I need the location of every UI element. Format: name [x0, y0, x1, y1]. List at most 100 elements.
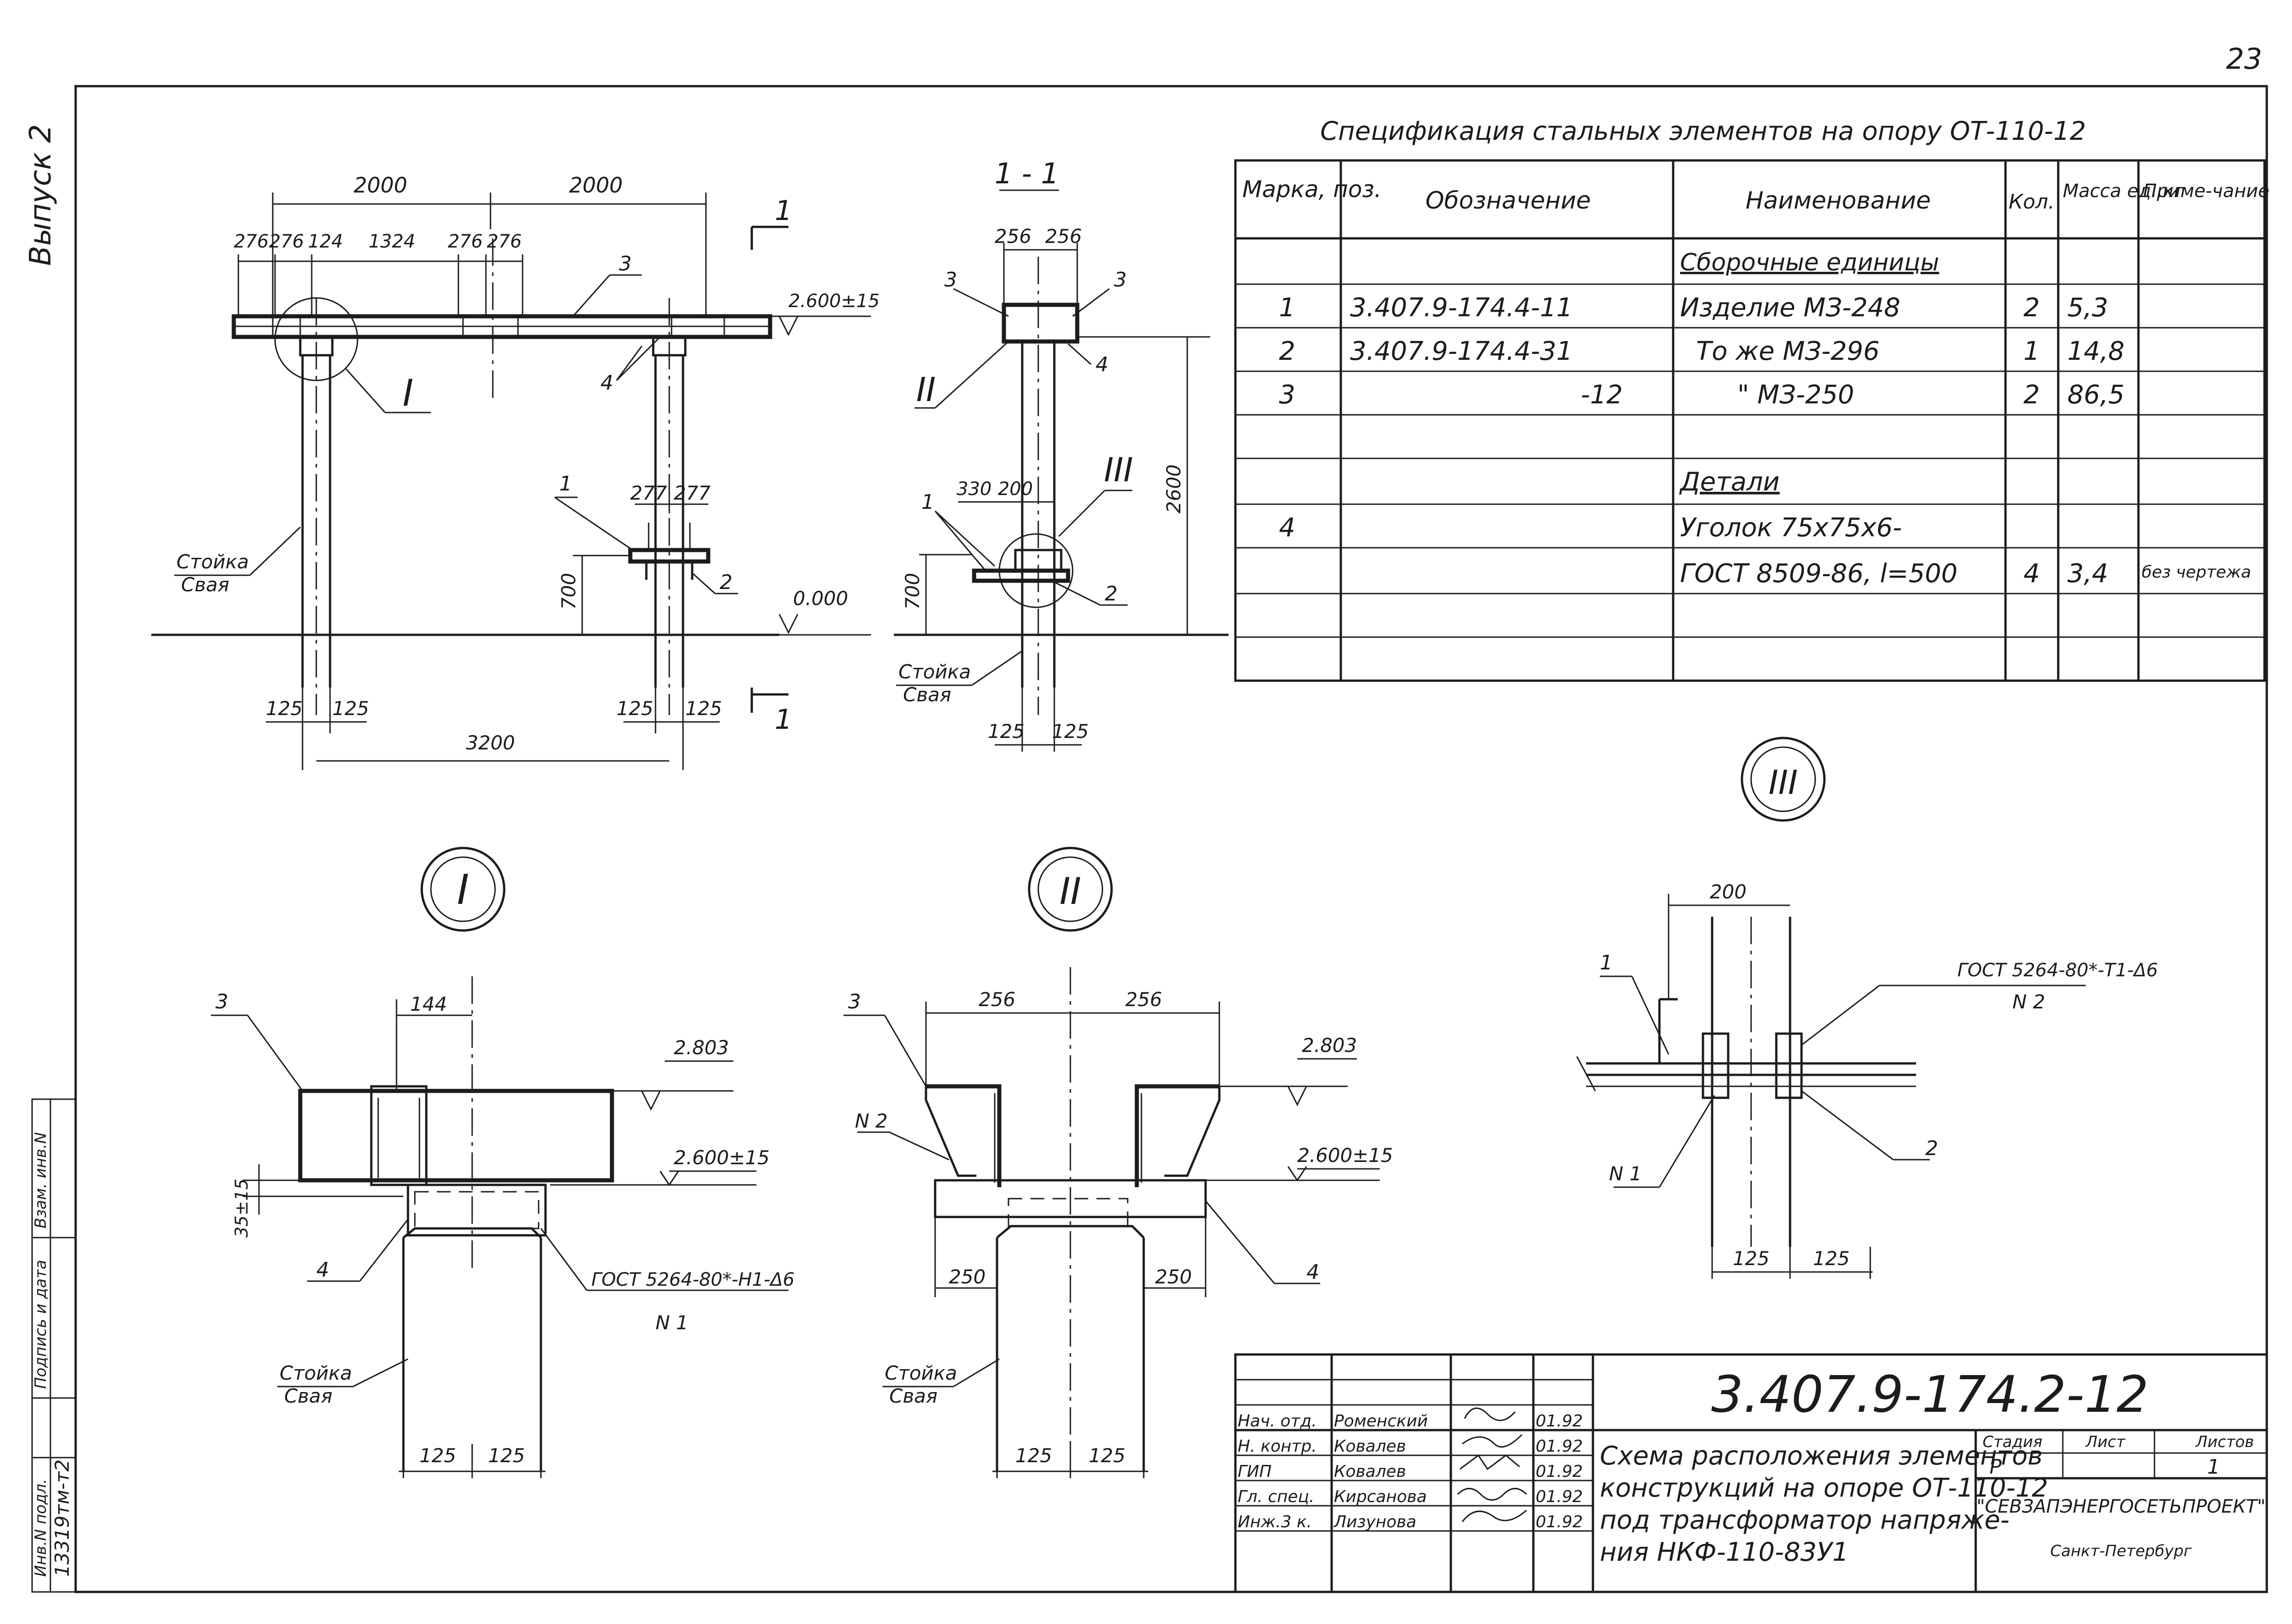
side-field-1: Инв.N подл. — [32, 1479, 50, 1577]
section-dim-125-a: 125 — [988, 720, 1025, 743]
section-dim-330: 330 — [957, 479, 992, 500]
spec-header-mass: Масса ед.,кг — [2063, 181, 2184, 202]
elev-pos-1: 1 — [559, 472, 572, 495]
detail-II-dim-250-a: 250 — [949, 1266, 986, 1288]
detail-I-weld: ГОСТ 5264-80*-Н1-Δ6 — [591, 1269, 794, 1290]
elev-section-mark-top: 1 — [775, 195, 792, 227]
spec-header-qty: Кол. — [2009, 190, 2055, 214]
detail-II-weld-n: N 2 — [855, 1110, 888, 1132]
page-number: 23 — [2226, 42, 2262, 76]
section-pos-4: 4 — [1096, 353, 1108, 376]
section-pos-2: 2 — [1105, 582, 1118, 606]
signature-3 — [1457, 1488, 1527, 1501]
spec-row7-qty: 4 — [2023, 559, 2040, 589]
signer-3-date: 01.92 — [1536, 1487, 1583, 1506]
elev-dim-2000-a: 2000 — [353, 173, 407, 198]
spec-row2-qty: 1 — [2023, 336, 2040, 366]
detail-III-weld-n1: N 1 — [1609, 1162, 1642, 1185]
drawing-title-3: под трансформатор напряже- — [1600, 1505, 2010, 1535]
elev-dim-124: 124 — [308, 231, 343, 252]
elev-level-ground: 0.000 — [793, 587, 848, 610]
signature-2 — [1460, 1454, 1520, 1470]
elev-dim-276-d: 276 — [487, 231, 522, 252]
spec-row1-mass: 5,3 — [2067, 293, 2108, 323]
elev-pos-2: 2 — [720, 571, 733, 594]
detail-I-dim-35: 35±15 — [231, 1178, 252, 1238]
detail-I-label-svaya: Свая — [284, 1385, 332, 1407]
section-callout-II: II — [916, 370, 936, 409]
spec-title: Спецификация стальных элементов на опору… — [1320, 116, 2086, 146]
elev-pos-4: 4 — [601, 371, 613, 395]
section-dim-700: 700 — [901, 573, 924, 610]
city: Санкт-Петербург — [2050, 1542, 2193, 1560]
detail-III-pos-2: 2 — [1925, 1137, 1938, 1160]
stage-value: Р — [1989, 1455, 2002, 1479]
spec-row2-desig: 3.407.9-174.4-31 — [1350, 336, 1573, 366]
callout-I-label: I — [402, 372, 413, 414]
detail-II-level-top: 2.803 — [1302, 1034, 1357, 1057]
signer-1-name: Ковалев — [1334, 1437, 1406, 1456]
section-label-svaya: Свая — [903, 683, 951, 706]
signer-3-role: Гл. спец. — [1238, 1487, 1314, 1506]
spec-table: Спецификация стальных элементов на опору… — [1234, 116, 2270, 682]
elev-dim-277-a: 277 — [630, 482, 667, 504]
spec-row7-mass: 3,4 — [2067, 559, 2108, 589]
spec-row2-mark: 2 — [1279, 336, 1295, 366]
detail-III-dim-200: 200 — [1710, 881, 1747, 903]
elev-dim-276-c: 276 — [448, 231, 483, 252]
detail-I: I 144 2.803 2.600±15 35±15 3 — [211, 847, 794, 1478]
spec-row2-name: То же МЗ-296 — [1696, 336, 1879, 366]
section-title: 1 - 1 — [995, 157, 1059, 190]
spec-row3-name: " МЗ-250 — [1737, 380, 1854, 410]
detail-II-dim-125-a: 125 — [1015, 1444, 1052, 1467]
side-label: Выпуск 2 — [24, 124, 58, 266]
signer-2-name: Ковалев — [1334, 1462, 1406, 1481]
detail-II-label-svaya: Свая — [889, 1385, 937, 1407]
detail-I-weld-n: N 1 — [656, 1311, 689, 1334]
sheet-frame — [31, 85, 2268, 1593]
signer-4-role: Инж.3 к. — [1238, 1513, 1312, 1531]
spec-row2-mass: 14,8 — [2067, 336, 2125, 366]
section-dim-125-b: 125 — [1052, 720, 1089, 743]
signature-4 — [1461, 1509, 1527, 1522]
detail-III: III 200 1 ГОСТ 5264-80*-Т1-Δ6 N 2 2 — [1576, 737, 2158, 1279]
elev-dim-276-a: 276 — [234, 231, 269, 252]
drawing-title-4: ния НКФ-110-83У1 — [1600, 1537, 1849, 1567]
detail-I-label-stoyka: Стойка — [280, 1362, 352, 1384]
detail-III-pos-1: 1 — [1600, 951, 1613, 974]
detail-II-dim-256-b: 256 — [1125, 988, 1162, 1011]
detail-I-dim-125-a: 125 — [419, 1444, 456, 1467]
drawing-title-2: конструкций на опоре ОТ-110-12 — [1600, 1473, 2048, 1503]
detail-I-roman: I — [457, 866, 469, 914]
detail-I-dim-125-b: 125 — [488, 1444, 525, 1467]
section-dim-2600: 2600 — [1163, 464, 1185, 513]
spec-row1-qty: 2 — [2023, 293, 2040, 323]
spec-row3-desig: -12 — [1581, 380, 1623, 410]
sheets-value: 1 — [2207, 1455, 2220, 1479]
elev-dim-125-b: 125 — [332, 697, 369, 720]
section-pos-3-left: 3 — [944, 268, 957, 292]
stage-label: Стадия — [1983, 1433, 2042, 1451]
spec-row5-name: Детали — [1679, 467, 1780, 497]
section-dim-256-b: 256 — [1045, 225, 1082, 248]
signer-3-name: Кирсанова — [1334, 1487, 1427, 1506]
elev-dim-2000-b: 2000 — [569, 173, 623, 198]
detail-II-label-stoyka: Стойка — [885, 1362, 957, 1384]
detail-II-pos-3: 3 — [848, 990, 861, 1013]
signer-0-role: Нач. отд. — [1238, 1412, 1317, 1431]
spec-header-designation: Обозначение — [1426, 187, 1591, 215]
detail-I-dim-144: 144 — [410, 993, 447, 1015]
detail-II: II 256 256 2.803 2.600±15 — [843, 847, 1393, 1478]
detail-I-level-mid: 2.600±15 — [674, 1146, 770, 1169]
organization: "СЕВЗАПЭНЕРГОСЕТЬПРОЕКТ" — [1977, 1496, 2266, 1517]
spec-row6-name: Уголок 75х75х6- — [1680, 513, 1902, 543]
spec-header-note: Приме-чание — [2143, 181, 2270, 202]
elev-label-svaya: Свая — [181, 573, 229, 596]
sheet-label: Лист — [2085, 1433, 2126, 1451]
signer-0-name: Роменский — [1334, 1412, 1428, 1431]
section-view: 1 - 1 256 256 3 3 4 II III — [894, 157, 1229, 752]
detail-III-roman: III — [1769, 763, 1798, 802]
detail-I-pos-4: 4 — [316, 1258, 329, 1282]
section-pos-1: 1 — [921, 490, 934, 514]
elev-dim-125-c: 125 — [617, 697, 653, 720]
